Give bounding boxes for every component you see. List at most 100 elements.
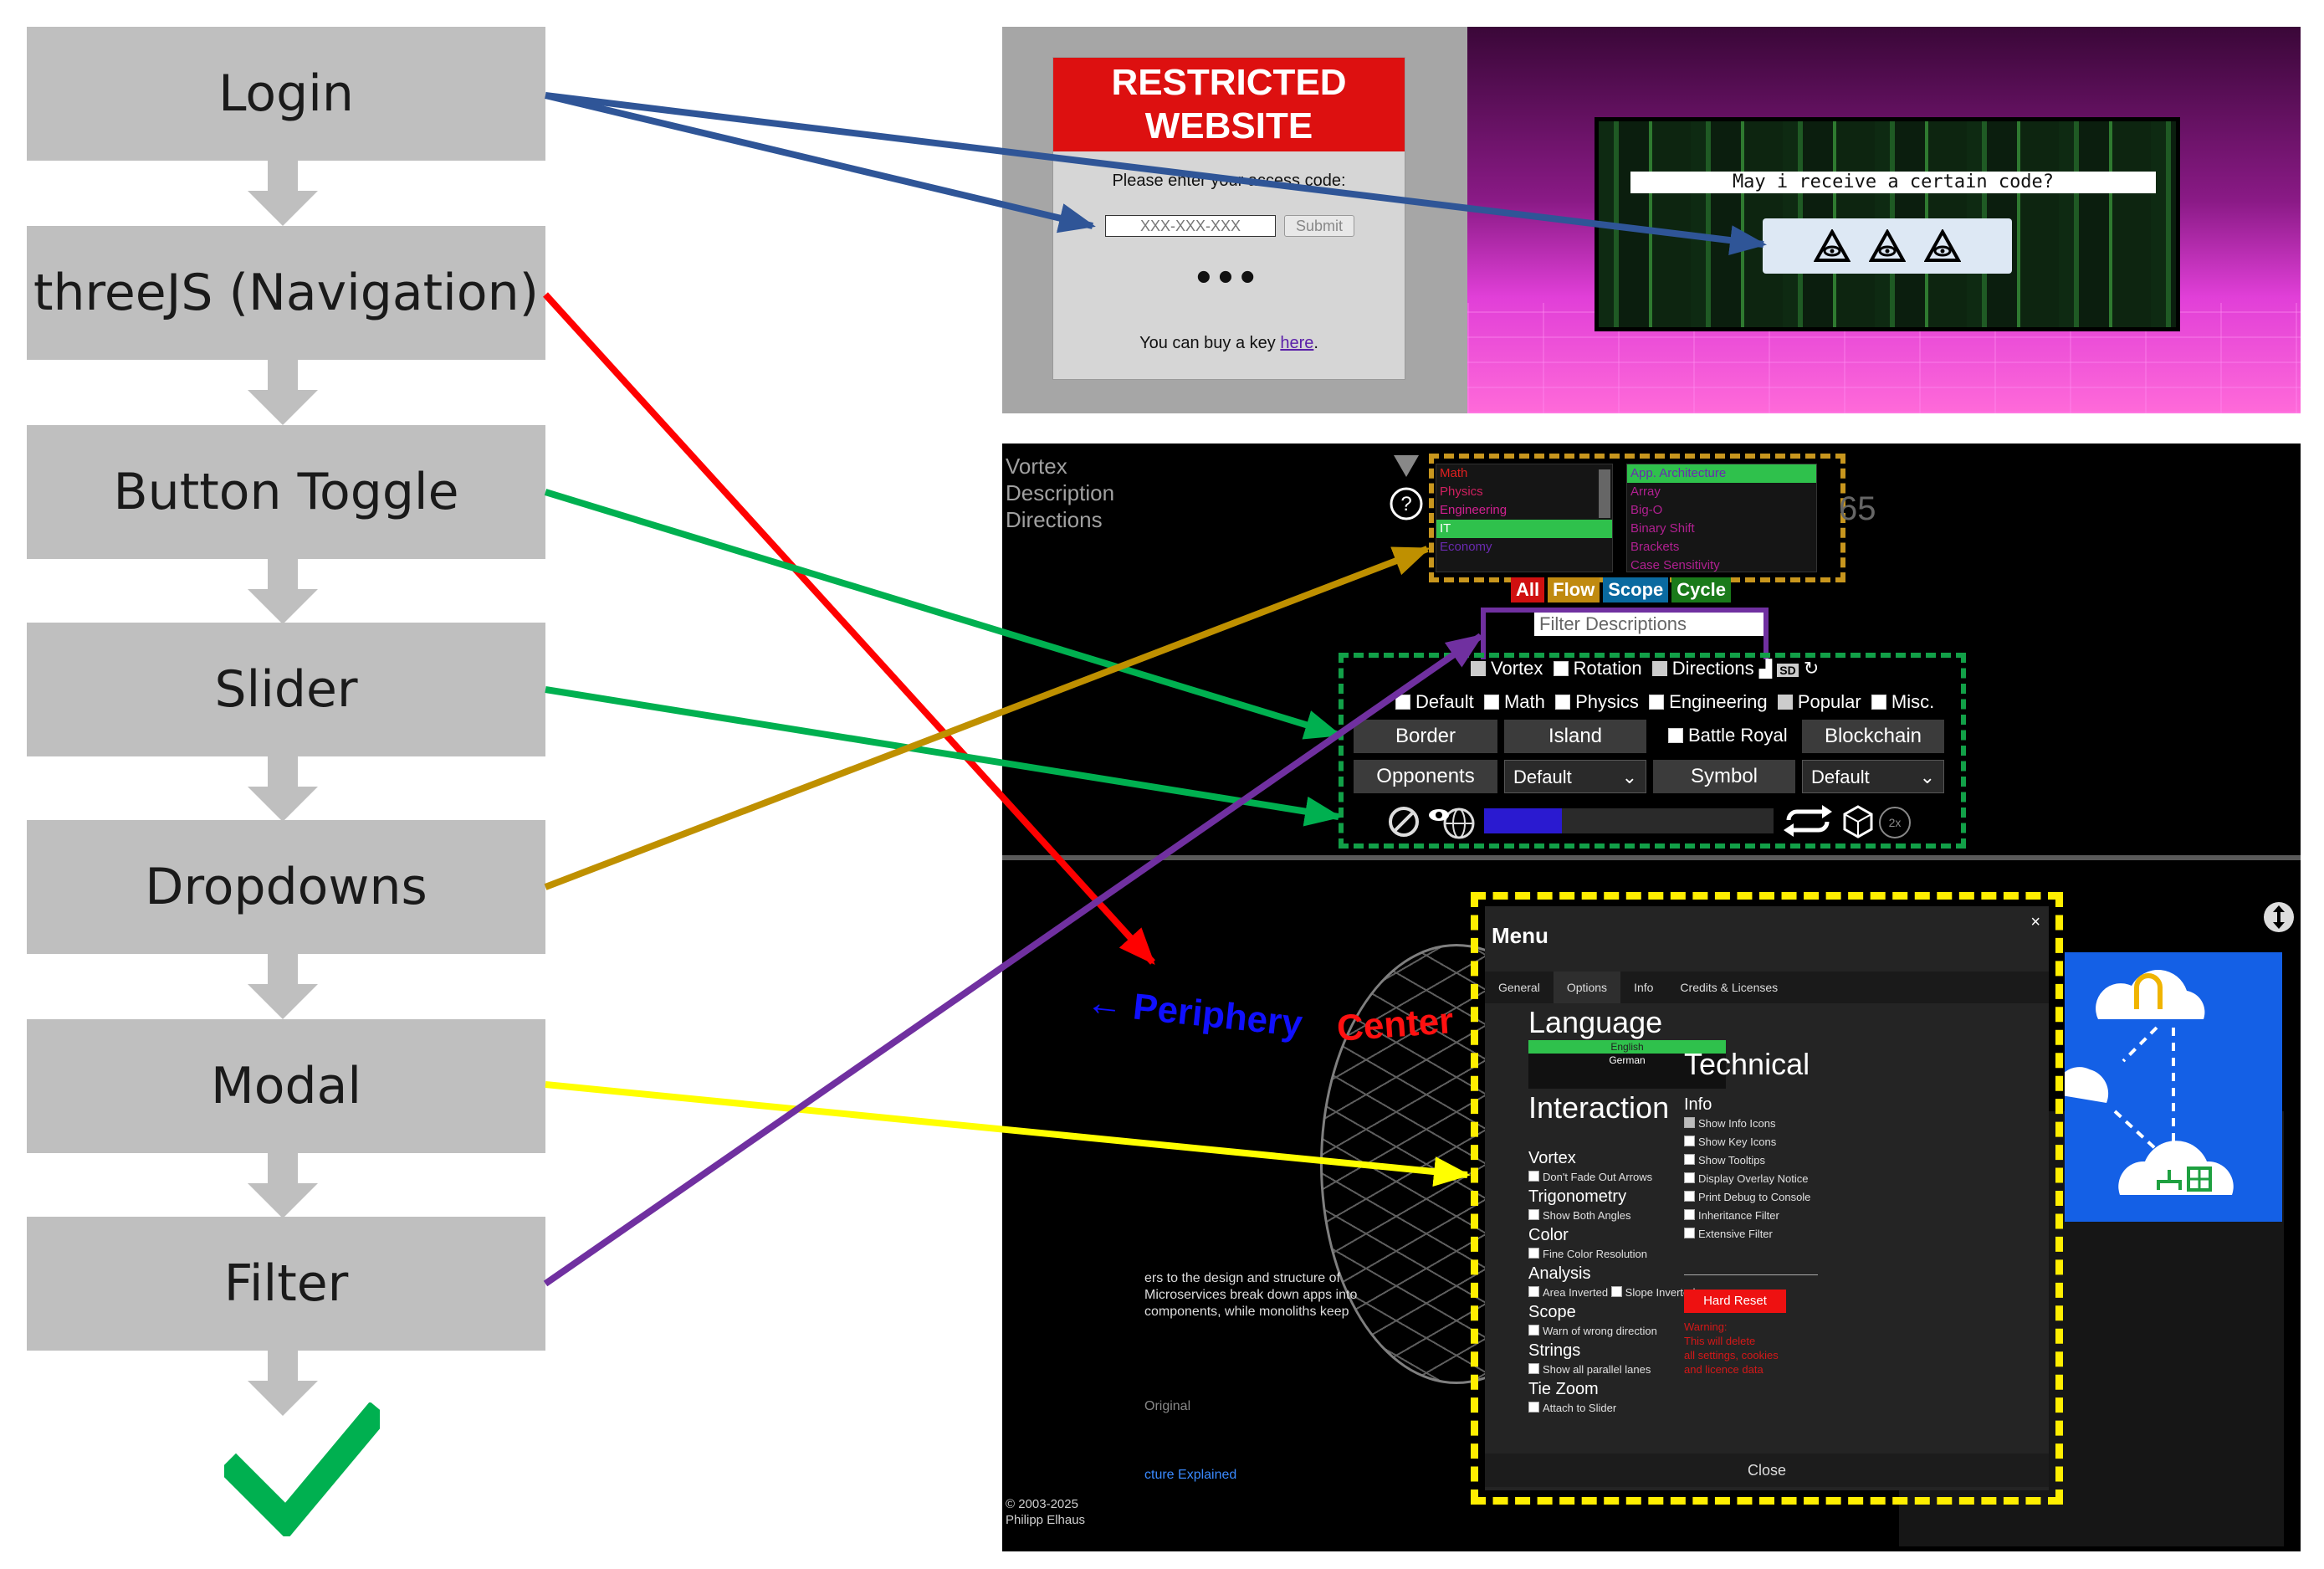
filter-descriptions-input[interactable]: Filter Descriptions bbox=[1534, 613, 1763, 636]
globe-eye-icon[interactable] bbox=[1426, 803, 1481, 840]
close-icon[interactable]: × bbox=[2030, 913, 2040, 931]
list-item[interactable]: Big-O bbox=[1630, 503, 1663, 517]
dropdowns-highlight: Math Physics Engineering IT Economy App.… bbox=[1429, 454, 1845, 582]
info-original-label[interactable]: Original bbox=[1144, 1399, 1191, 1413]
option-checkbox[interactable] bbox=[1528, 1286, 1539, 1297]
chart-icon[interactable]: ▟ bbox=[1758, 660, 1773, 679]
tag-flow[interactable]: Flow bbox=[1548, 577, 1600, 602]
option-checkbox[interactable] bbox=[1684, 1228, 1695, 1238]
option-checkbox[interactable] bbox=[1528, 1402, 1539, 1413]
tag-scope[interactable]: Scope bbox=[1603, 577, 1669, 602]
symbol-select[interactable]: Default⌄ bbox=[1802, 760, 1944, 793]
list-item[interactable]: Physics bbox=[1440, 485, 1483, 499]
language-option[interactable]: English bbox=[1528, 1040, 1726, 1054]
directions-checkbox[interactable] bbox=[1651, 661, 1667, 676]
info-explained-link[interactable]: cture Explained bbox=[1144, 1468, 1237, 1482]
section-heading: Color bbox=[1528, 1226, 1569, 1244]
option-checkbox[interactable] bbox=[1684, 1154, 1695, 1165]
topic-listbox[interactable]: App. Architecture Array Big-O Binary Shi… bbox=[1626, 464, 1817, 572]
filter-highlight bbox=[1481, 608, 1769, 659]
tag-cycle[interactable]: Cycle bbox=[1671, 577, 1731, 602]
list-item[interactable]: Engineering bbox=[1440, 503, 1508, 517]
access-code-input[interactable]: XXX-XXX-XXX bbox=[1105, 215, 1276, 237]
option-checkbox[interactable] bbox=[1684, 1209, 1695, 1220]
opponents-button[interactable]: Opponents bbox=[1354, 760, 1497, 793]
island-button[interactable]: Island bbox=[1504, 720, 1646, 753]
access-code-prompt: Please enter your access code: bbox=[1112, 172, 1346, 190]
speed-2x-icon[interactable]: 2x bbox=[1879, 807, 1911, 838]
block-icon[interactable] bbox=[1387, 805, 1421, 838]
category-listbox[interactable]: Math Physics Engineering IT Economy bbox=[1436, 464, 1613, 572]
battle-royal-checkbox[interactable] bbox=[1668, 728, 1683, 743]
border-button[interactable]: Border bbox=[1354, 720, 1497, 753]
option-checkbox[interactable] bbox=[1528, 1325, 1539, 1336]
list-item[interactable]: Economy bbox=[1440, 540, 1492, 554]
option-checkbox[interactable] bbox=[1684, 1117, 1695, 1128]
hard-reset-button[interactable]: Hard Reset bbox=[1684, 1290, 1786, 1313]
speed-slider[interactable] bbox=[1484, 808, 1774, 833]
step-slider: Slider bbox=[27, 623, 545, 756]
list-item[interactable]: Math bbox=[1440, 466, 1468, 480]
listbox-scrollbar[interactable] bbox=[1599, 469, 1610, 518]
list-item[interactable]: Brackets bbox=[1630, 540, 1680, 554]
submit-button[interactable]: Submit bbox=[1284, 215, 1354, 237]
sd-badge-icon[interactable]: SD bbox=[1777, 664, 1799, 677]
buy-key-link[interactable]: here bbox=[1280, 334, 1314, 352]
misc-checkbox[interactable] bbox=[1871, 695, 1886, 710]
divider bbox=[1684, 1274, 1818, 1275]
vortex-checkbox[interactable] bbox=[1471, 661, 1486, 676]
option-label: Print Debug to Console bbox=[1698, 1191, 1811, 1203]
language-option[interactable]: German bbox=[1609, 1054, 1646, 1066]
physics-checkbox[interactable] bbox=[1555, 695, 1571, 710]
option-checkbox[interactable] bbox=[1684, 1172, 1695, 1183]
popular-checkbox[interactable] bbox=[1777, 695, 1793, 710]
language-listbox[interactable]: English German bbox=[1528, 1040, 1726, 1089]
list-item[interactable]: Case Sensitivity bbox=[1630, 558, 1720, 572]
dice-icon[interactable] bbox=[1842, 805, 1874, 838]
option-row: Show Key Icons bbox=[1684, 1136, 1776, 1148]
eye-triangle-icon[interactable] bbox=[1869, 229, 1906, 263]
help-icon[interactable]: ? bbox=[1387, 454, 1426, 529]
eye-triangle-icon[interactable] bbox=[1924, 229, 1961, 263]
modal-title: Menu bbox=[1492, 923, 1548, 948]
blockchain-button[interactable]: Blockchain bbox=[1802, 720, 1944, 753]
rotation-checkbox[interactable] bbox=[1553, 661, 1569, 676]
tab-general[interactable]: General bbox=[1498, 981, 1540, 994]
option-checkbox[interactable] bbox=[1684, 1136, 1695, 1146]
opponents-select[interactable]: Default⌄ bbox=[1504, 760, 1646, 793]
engineering-checkbox[interactable] bbox=[1649, 695, 1665, 710]
option-label: Attach to Slider bbox=[1543, 1402, 1617, 1414]
list-item[interactable]: Binary Shift bbox=[1630, 521, 1695, 536]
checkbox-label: Physics bbox=[1575, 691, 1639, 712]
option-checkbox[interactable] bbox=[1610, 1286, 1622, 1297]
resize-vertical-icon[interactable] bbox=[2262, 900, 2296, 934]
step-label: Slider bbox=[214, 660, 358, 719]
math-checkbox[interactable] bbox=[1483, 695, 1499, 710]
loop-icon[interactable] bbox=[1780, 803, 1835, 838]
neon-login-screenshot: May i receive a certain code? bbox=[1467, 27, 2301, 413]
list-item[interactable]: IT bbox=[1436, 520, 1612, 538]
option-row: Display Overlay Notice bbox=[1684, 1172, 1809, 1185]
list-item[interactable]: Array bbox=[1630, 485, 1661, 499]
select-value: Default bbox=[1513, 767, 1572, 787]
eye-triangle-icon[interactable] bbox=[1814, 229, 1850, 263]
option-checkbox[interactable] bbox=[1684, 1191, 1695, 1202]
tab-options[interactable]: Options bbox=[1553, 972, 1621, 1003]
tag-all[interactable]: All bbox=[1511, 577, 1545, 602]
tab-info[interactable]: Info bbox=[1634, 981, 1654, 994]
directions-label: Directions bbox=[1006, 507, 1103, 532]
option-checkbox[interactable] bbox=[1528, 1363, 1539, 1374]
option-checkbox[interactable] bbox=[1528, 1209, 1539, 1220]
modal-screenshot: ← Periphery Center ers to the design and… bbox=[1002, 855, 2301, 1551]
option-row: Extensive Filter bbox=[1684, 1228, 1773, 1240]
refresh-icon[interactable]: ↻ bbox=[1803, 658, 1820, 679]
symbol-button[interactable]: Symbol bbox=[1653, 760, 1795, 793]
option-label: Warn of wrong direction bbox=[1543, 1325, 1657, 1337]
modal-close-button[interactable]: Close bbox=[1485, 1454, 2049, 1487]
option-checkbox[interactable] bbox=[1528, 1171, 1539, 1182]
restricted-title-line1: RESTRICTED bbox=[1111, 62, 1347, 103]
tab-credits-licenses[interactable]: Credits & Licenses bbox=[1680, 981, 1779, 994]
default-checkbox[interactable] bbox=[1395, 695, 1410, 710]
option-checkbox[interactable] bbox=[1528, 1248, 1539, 1259]
list-item[interactable]: App. Architecture bbox=[1627, 464, 1816, 483]
